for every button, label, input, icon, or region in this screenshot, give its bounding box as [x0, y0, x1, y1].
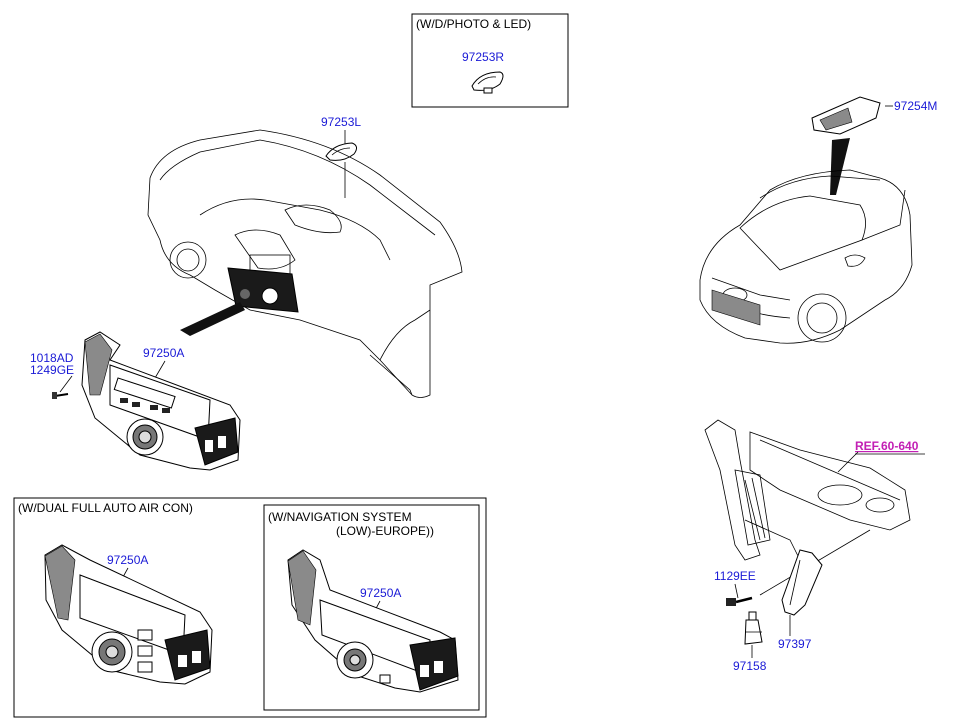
- bolt-1129EE-icon[interactable]: [726, 596, 753, 606]
- part-97158-label[interactable]: 97158: [733, 659, 767, 673]
- part-97250A-main-label[interactable]: 97250A: [143, 346, 184, 360]
- sensor-97254M-icon[interactable]: [811, 96, 881, 135]
- part-97254M-label[interactable]: 97254M: [894, 99, 937, 113]
- heater-control-main: 1018AD 1249GE 97250A: [30, 331, 241, 471]
- part-97250A-dual-label[interactable]: 97250A: [107, 553, 148, 567]
- radiator-support-illustration: REF.60-640 97397 1129EE: [704, 419, 925, 673]
- screw-1249GE-icon[interactable]: [52, 392, 69, 399]
- sensor-97253R-icon[interactable]: [471, 71, 504, 94]
- part-1249GE-label[interactable]: 1249GE: [30, 363, 74, 377]
- heater-control-97250A-nav-icon[interactable]: [287, 549, 459, 693]
- heater-control-97250A-dual-icon[interactable]: [44, 544, 213, 685]
- navigation-box: (W/NAVIGATION SYSTEM (LOW)-EUROPE)) 9725…: [263, 504, 480, 711]
- heater-control-97250A-main-icon[interactable]: [81, 331, 241, 471]
- navigation-box-label-1: (W/NAVIGATION SYSTEM: [268, 510, 412, 524]
- part-1129EE-label[interactable]: 1129EE: [714, 569, 756, 583]
- dashboard-illustration: 97253L: [147, 115, 463, 398]
- bracket-97397-icon[interactable]: [781, 549, 823, 616]
- part-97253L-label[interactable]: 97253L: [321, 115, 361, 129]
- ambient-sensor-97158-icon[interactable]: [744, 611, 763, 645]
- part-1018AD-label[interactable]: 1018AD: [30, 351, 74, 365]
- sensor-97253L-icon[interactable]: [325, 142, 358, 161]
- part-97253R-label[interactable]: 97253R: [462, 50, 504, 64]
- dual-aircon-box: (W/DUAL FULL AUTO AIR CON) 97250A (W/NAV…: [13, 497, 487, 718]
- part-97397-label[interactable]: 97397: [778, 637, 812, 651]
- dual-aircon-box-label: (W/DUAL FULL AUTO AIR CON): [18, 501, 193, 515]
- navigation-box-label-2: (LOW)-EUROPE)): [336, 524, 434, 538]
- reference-label[interactable]: REF.60-640: [855, 439, 919, 453]
- part-97250A-nav-label[interactable]: 97250A: [360, 586, 401, 600]
- photo-led-box-label: (W/D/PHOTO & LED): [416, 17, 531, 31]
- photo-led-box: (W/D/PHOTO & LED) 97253R: [411, 13, 569, 108]
- car-illustration: 97254M: [699, 96, 937, 344]
